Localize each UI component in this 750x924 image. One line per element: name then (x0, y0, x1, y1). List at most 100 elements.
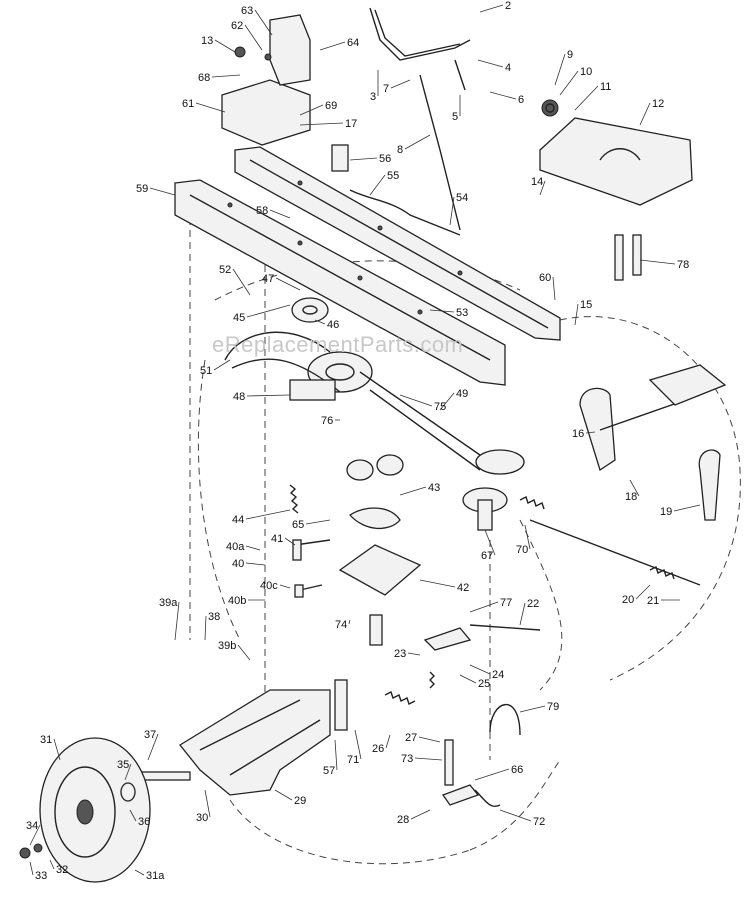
part-callout: 42 (457, 582, 469, 594)
part-callout: 65 (292, 519, 304, 531)
leader-line (484, 529, 496, 556)
leader-line (314, 319, 326, 325)
leader-line (489, 91, 517, 100)
leader-line (418, 736, 441, 743)
part-callout: 22 (527, 598, 539, 610)
leader-line (585, 431, 596, 434)
part-callout: 4 (505, 62, 511, 74)
part-callout: 11 (600, 81, 611, 93)
leader-line (639, 259, 676, 265)
leader-line (477, 59, 504, 68)
part-callout: 21 (647, 595, 659, 607)
leader-line (390, 79, 411, 89)
leader-line (519, 705, 546, 713)
part-callout: 5 (452, 111, 458, 123)
part-callout: 15 (580, 299, 592, 311)
part-callout: 53 (456, 307, 468, 319)
part-callout: 17 (345, 118, 357, 130)
leader-line (237, 644, 251, 661)
leader-line (519, 602, 526, 626)
part-callout: 44 (232, 514, 244, 526)
leader-line (354, 729, 362, 760)
deck-outline (189, 218, 741, 865)
part-callout: 35 (117, 759, 129, 771)
leader-line (29, 861, 34, 876)
leader-line (214, 39, 236, 53)
rear-wheel (19, 737, 151, 883)
leader-line (639, 102, 651, 126)
leader-line (399, 394, 433, 407)
part-callout: 31a (146, 870, 165, 882)
part-callout: 58 (256, 205, 268, 217)
part-callout: 8 (397, 144, 403, 156)
part-callout: 7 (383, 83, 389, 95)
part-callout: 16 (572, 428, 584, 440)
part-callout: 63 (241, 5, 253, 17)
leader-line (673, 504, 701, 512)
leader-line (299, 122, 344, 126)
leader-line (299, 104, 324, 116)
leader-line (274, 789, 293, 801)
part-callout: 24 (492, 669, 504, 681)
part-callout: 6 (518, 94, 524, 106)
part-callout: 9 (567, 49, 573, 61)
part-callout: 29 (294, 795, 306, 807)
part-callout: 12 (652, 98, 664, 110)
leader-line (124, 763, 132, 781)
leader-line (319, 41, 346, 51)
seat-plate (539, 99, 693, 281)
leader-line (213, 359, 231, 371)
pedals (529, 364, 727, 586)
part-callout: 10 (580, 66, 592, 78)
leader-line (134, 869, 145, 876)
part-callout: 40c (260, 580, 278, 592)
leader-line (245, 545, 261, 551)
leader-line (439, 392, 455, 411)
part-callout: 20 (622, 594, 634, 606)
leader-line (469, 664, 491, 675)
leader-line (499, 809, 532, 822)
leader-line (305, 519, 331, 525)
springs (289, 484, 675, 705)
leader-line (349, 157, 378, 161)
leader-line (129, 809, 137, 822)
leader-line (245, 509, 291, 520)
leader-line (244, 24, 263, 51)
part-callout: 34 (26, 820, 38, 832)
part-callout: 41 (271, 533, 283, 545)
leader-line (410, 809, 431, 820)
leader-line (629, 479, 640, 497)
part-callout: 37 (144, 729, 156, 741)
part-callout: 33 (35, 870, 47, 882)
leader-line (399, 486, 427, 496)
leader-line (211, 74, 241, 78)
frame-rails (174, 146, 561, 386)
part-callout: 13 (201, 35, 213, 47)
leader-line (254, 9, 273, 36)
part-callout: 70 (516, 544, 528, 556)
leader-line (334, 739, 338, 771)
upper-brackets (221, 14, 461, 236)
part-callout: 46 (327, 319, 339, 331)
part-callout: 75 (434, 401, 446, 413)
leader-line (275, 277, 301, 291)
leader-line (479, 4, 504, 13)
part-callout: 38 (208, 611, 220, 623)
leader-line (419, 579, 456, 588)
part-callout: 56 (379, 153, 391, 165)
leader-line (269, 209, 291, 219)
part-callout: 52 (219, 264, 231, 276)
part-callout: 55 (387, 170, 399, 182)
leader-line (385, 734, 391, 749)
leader-line (635, 584, 651, 600)
watermark: eReplacementParts.com (212, 332, 463, 357)
leader-line (474, 768, 510, 781)
part-callout: 54 (456, 192, 468, 204)
leader-line (407, 652, 421, 656)
leader-line (279, 584, 291, 589)
part-callout: 43 (428, 482, 440, 494)
leader-line (348, 619, 351, 625)
part-callout: 67 (481, 550, 493, 562)
